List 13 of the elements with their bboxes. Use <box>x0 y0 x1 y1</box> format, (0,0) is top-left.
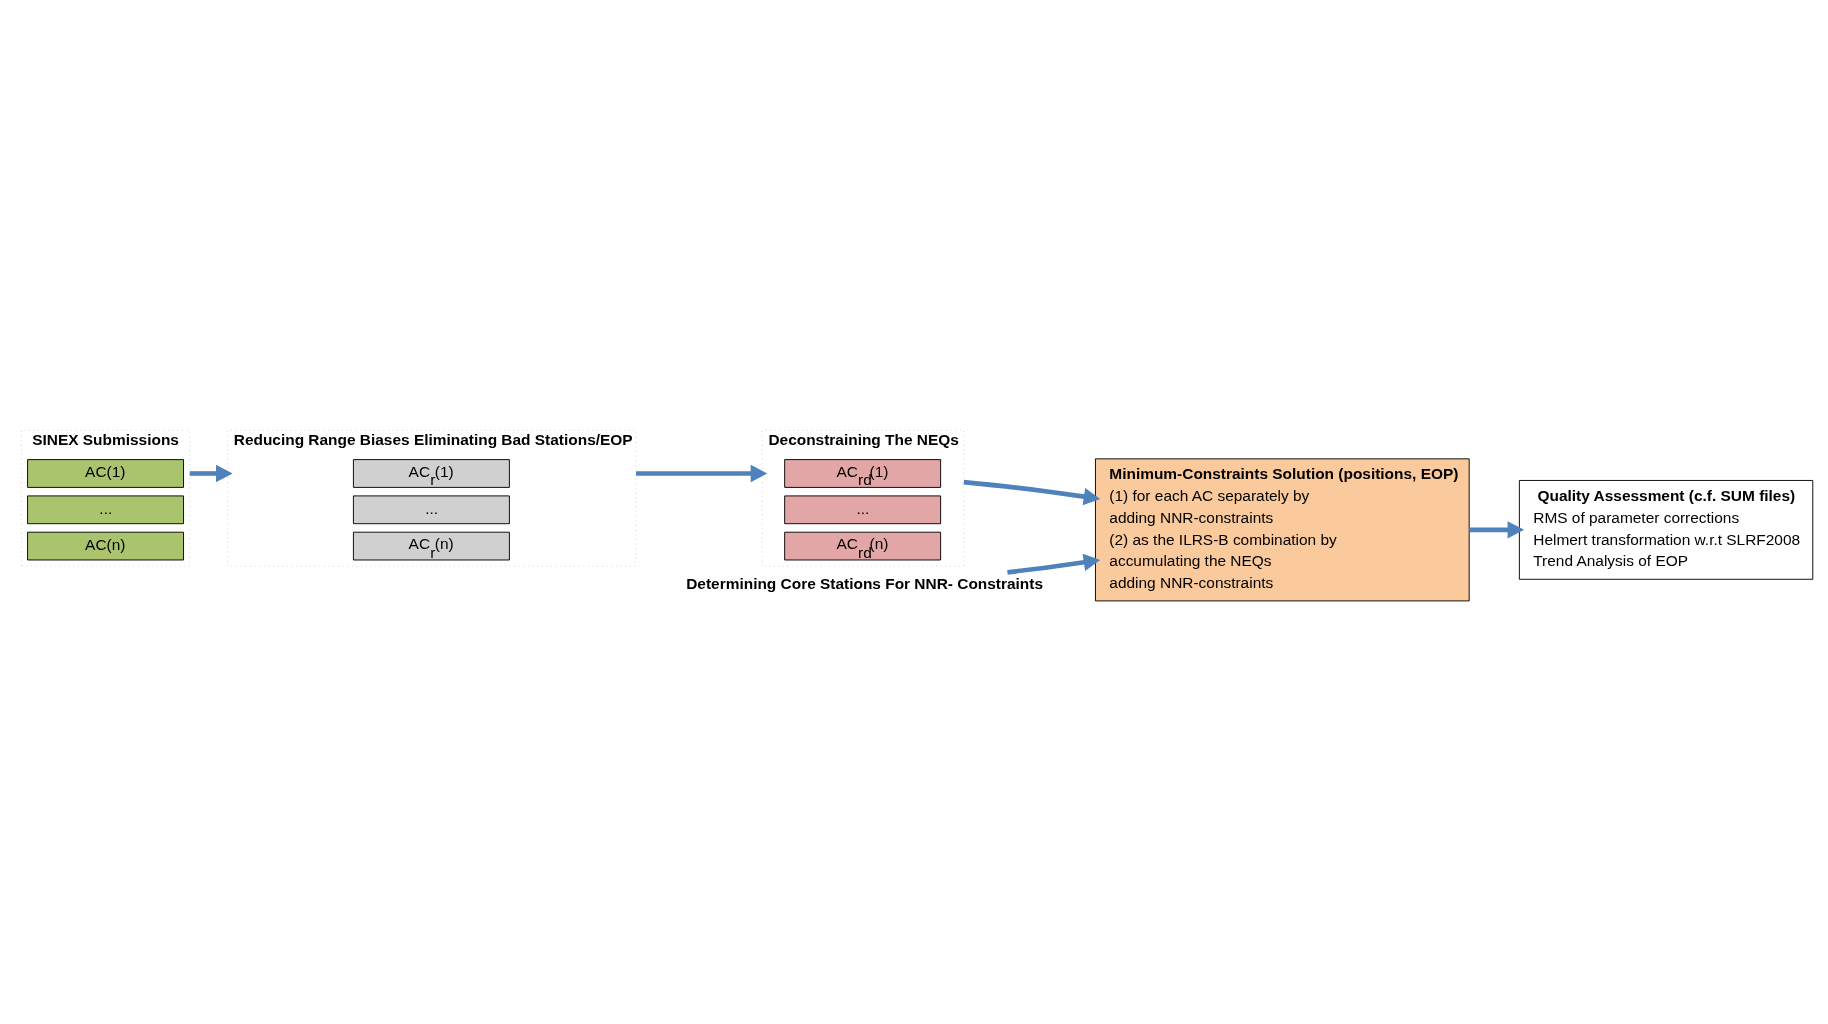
node-box: ... <box>27 494 184 524</box>
arrow <box>636 464 768 482</box>
node-box: AC(1) <box>27 458 184 488</box>
arrow <box>189 464 233 482</box>
node-box: AC(n) <box>27 531 184 560</box>
arrow <box>1469 520 1525 539</box>
node-box: Minimum-Constraints Solution (positions, EOP) (1) for each AC separately by adding NNR-constraints (2) as the ILRS-B combination by accumulating the NEQs adding NNR-constraints <box>1095 457 1470 601</box>
arrow <box>963 479 1101 505</box>
node-box: Quality Assessment (c.f. SUM files) RMS of parameter corrections Helmert transformation w.r.t SLRF2008 Trend Analysis of EOP <box>1518 479 1814 580</box>
node-box: ... <box>784 494 942 524</box>
node-text: Determining Core Stations For NNR- Constraints <box>686 574 1044 592</box>
arrow <box>1007 553 1101 575</box>
node-box: ... <box>352 494 510 524</box>
